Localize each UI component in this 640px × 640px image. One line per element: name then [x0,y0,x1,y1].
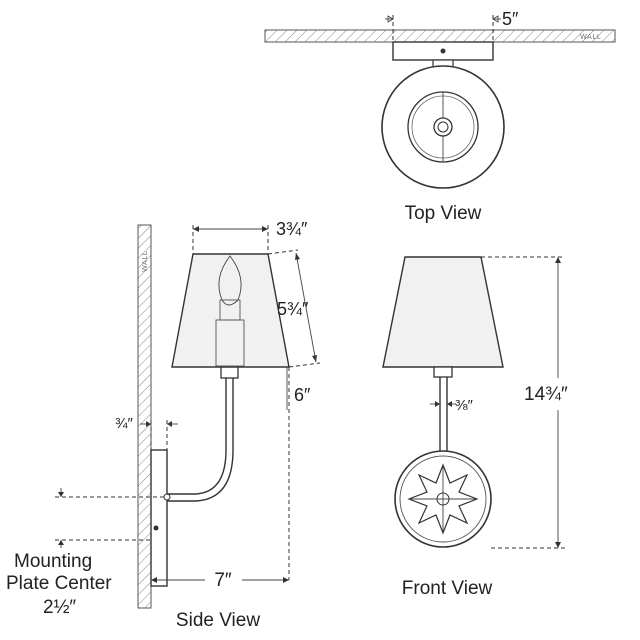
side-wall-label: WALL [141,251,149,272]
shade-height-dim: 5¾″ [277,299,309,319]
top-width-dim: 5″ [502,9,519,29]
side-backplate [150,449,168,587]
top-wall-label: WALL [580,33,601,41]
side-view-label: Side View [176,610,260,631]
stem-width-dim: ⅜″ [455,397,474,414]
arm-offset-dim: 6″ [294,385,311,405]
front-view-label: Front View [402,578,493,599]
front-shade [382,256,504,368]
total-height-dim: 14¾″ [524,384,568,405]
mounting-label-1: Mounting [14,551,92,572]
plate-depth-dim: ¾″ [115,415,134,432]
side-wall [137,224,152,609]
top-view-label: Top View [405,203,482,224]
front-view: ⅜″ 14¾″ Front View [382,256,568,599]
side-shade [171,253,290,368]
top-wall [264,29,616,43]
top-socket [433,117,453,137]
shade-top-dim: 3¾″ [276,219,308,239]
side-view: WALL 3¾″ 5¾″ 6″ [6,219,321,631]
mounting-value: 2½″ [43,597,76,618]
mounting-label-2: Plate Center [6,573,112,594]
top-view: WALL 5″ Top View [264,9,616,224]
side-depth-dim: 7″ [214,570,232,591]
